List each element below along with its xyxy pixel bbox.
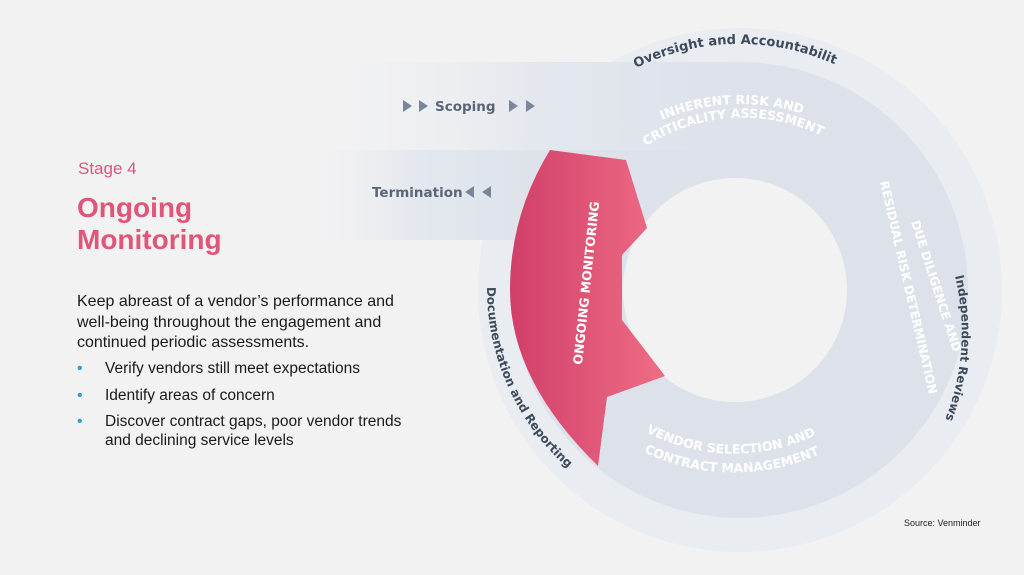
scoping-arrow-left-2 <box>419 100 428 112</box>
center-hole <box>623 178 847 402</box>
bullet-icon: • <box>77 413 83 430</box>
stage-number: Stage 4 <box>78 159 137 178</box>
termination-label: Termination <box>372 185 463 201</box>
stage-title: Ongoing Monitoring <box>77 192 222 255</box>
bullet-item: • Verify vendors still meet expectations <box>77 360 427 379</box>
bullet-text: Identify areas of concern <box>105 386 275 404</box>
scoping-arrow-left-1 <box>403 100 412 112</box>
termination-band <box>300 150 560 240</box>
bullet-icon: • <box>77 360 83 377</box>
bullet-list: • Verify vendors still meet expectations… <box>77 360 427 458</box>
bullet-icon: • <box>77 386 83 404</box>
scoping-band <box>300 62 740 150</box>
scoping-label: Scoping <box>435 99 496 115</box>
bullet-item: • Discover contract gaps, poor vendor tr… <box>77 413 427 450</box>
scoping-arrow-right-1 <box>509 100 518 112</box>
source-note: Source: Venminder <box>904 518 981 528</box>
bullet-item: • Identify areas of concern <box>77 387 427 406</box>
termination-arrow-2 <box>482 186 491 198</box>
bullet-text: Discover contract gaps, poor vendor tren… <box>105 413 402 449</box>
scoping-arrow-right-2 <box>526 100 535 112</box>
bullet-text: Verify vendors still meet expectations <box>105 360 361 377</box>
termination-arrow-1 <box>465 186 474 198</box>
ongoing-monitoring-segment <box>510 150 665 466</box>
stage-description: Keep abreast of a vendor’s performance a… <box>77 293 394 351</box>
